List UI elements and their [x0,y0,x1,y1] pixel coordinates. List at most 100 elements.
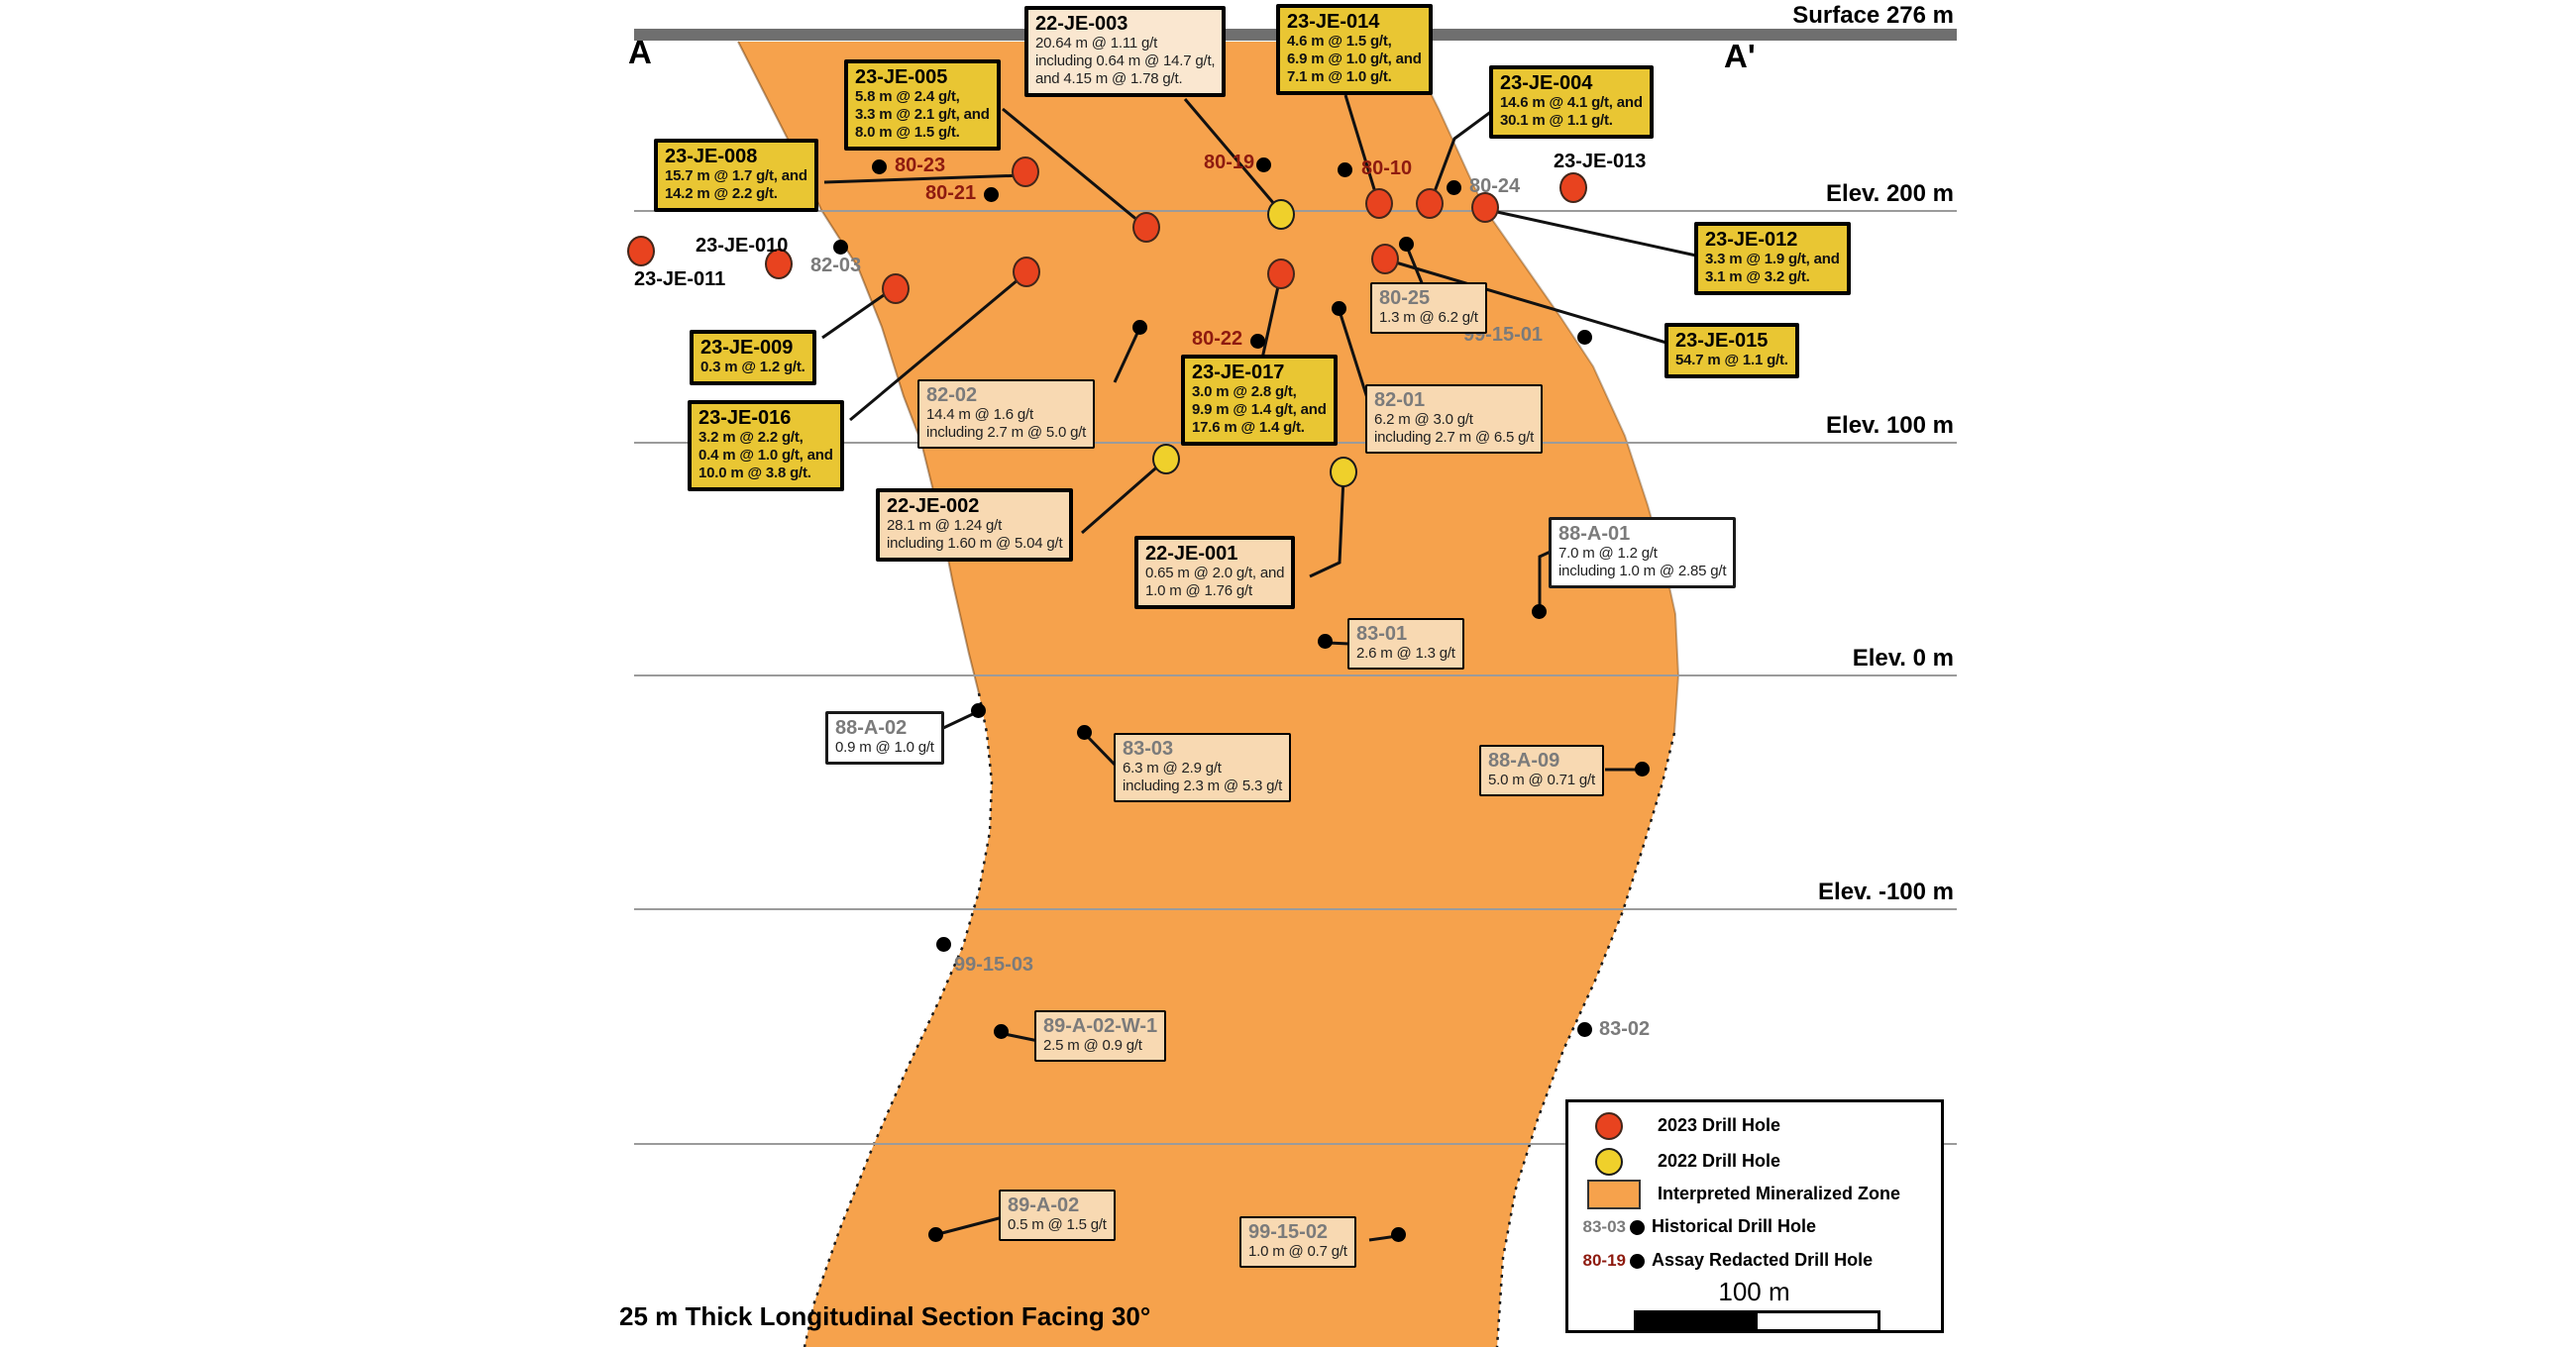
historical-drill-hole [1077,725,1092,740]
historical-drill-hole [1132,320,1147,335]
callout-title: 83-01 [1356,623,1408,645]
assay-interval: 14.4 m @ 1.6 g/t [926,406,1033,424]
drill-hole-2023 [627,236,655,266]
assay-interval: 9.9 m @ 1.4 g/t, and [1192,401,1327,419]
assay-interval: 0.3 m @ 1.2 g/t. [700,359,805,376]
elevation-label: Elev. 100 m [1826,412,1954,439]
callout-title: 89-A-02 [1008,1194,1080,1216]
legend-item-label: Interpreted Mineralized Zone [1658,1184,1901,1203]
mineralized-zone [738,42,1678,1347]
drill-hole-2023 [1416,188,1444,219]
callout-title: 88-A-02 [835,717,908,739]
assay-interval: 8.0 m @ 1.5 g/t. [855,124,960,142]
historical-drill-hole [1577,1022,1592,1037]
callout-title: 22-JE-001 [1145,543,1238,565]
point-label-82-03: 82-03 [810,255,862,276]
callout-connector-line [1183,98,1282,212]
assay-interval: 3.3 m @ 1.9 g/t, and [1705,251,1840,268]
legend-item-label: Historical Drill Hole [1652,1216,1817,1236]
callout-connector-line [1338,310,1369,399]
assay-interval: 28.1 m @ 1.24 g/t [887,517,1003,535]
callout-connector-line [823,173,1024,184]
legend-hole-id-label: 80-19 [1582,1251,1626,1270]
callout-title: 82-01 [1374,389,1426,411]
legend-red-circle-icon [1595,1112,1623,1140]
assay-interval: including 2.7 m @ 6.5 g/t [1374,429,1535,447]
callout-connector-line [937,1215,1004,1236]
zone-edge-right-dashed [1495,732,1676,1347]
callout-title: 83-03 [1123,738,1174,760]
drill-hole-2023 [1013,257,1040,287]
assay-interval: 15.7 m @ 1.7 g/t, and [665,167,807,185]
assay-interval: 3.3 m @ 2.1 g/t, and [855,106,990,124]
zone-edge-left-dashed [803,692,994,1347]
assay-interval: 5.8 m @ 2.4 g/t, [855,88,960,106]
historical-drill-hole [1447,180,1461,195]
assay-interval: 3.0 m @ 2.8 g/t, [1192,383,1297,401]
legend-item-label: Assay Redacted Drill Hole [1652,1250,1874,1270]
drill-hole-2023 [1012,156,1039,187]
point-label-80-22: 80-22 [1192,328,1243,350]
drill-hole-2023 [1371,244,1399,274]
callout-title: 89-A-02-W-1 [1043,1015,1158,1037]
drill-hole-2022 [1152,444,1180,474]
historical-drill-hole [1399,237,1414,252]
callout-connector-line [1113,330,1140,383]
assay-interval: including 1.60 m @ 5.04 g/t [887,535,1063,553]
historical-drill-hole [928,1227,943,1242]
drill-hole-2023 [765,249,793,279]
callout-title: 23-JE-014 [1287,11,1380,33]
section-title: 25 m Thick Longitudinal Section Facing 3… [619,1301,1151,1331]
drill-hole-2023 [1471,192,1499,223]
callout-title: 23-JE-009 [700,337,794,359]
callout-title: 99-15-02 [1248,1221,1329,1243]
elevation-label: Surface 276 m [1792,2,1954,29]
callout-connector-line [1405,246,1425,286]
legend-item-label: 2022 Drill Hole [1658,1151,1781,1171]
assay-interval: 4.6 m @ 1.5 g/t, [1287,33,1392,51]
assay-interval: 1.0 m @ 0.7 g/t [1248,1243,1347,1261]
scale-bar-filled-half [1637,1313,1758,1329]
historical-drill-hole [1318,634,1333,649]
assay-interval: 14.2 m @ 2.2 g/t. [665,185,778,203]
point-label-a: A [628,34,652,70]
assay-interval: 17.6 m @ 1.4 g/t. [1192,419,1305,437]
callout-connector-line [1004,1032,1039,1043]
callout-title: 23-JE-005 [855,66,948,88]
assay-interval: 0.65 m @ 2.0 g/t, and [1145,565,1285,582]
historical-drill-hole [1532,604,1547,619]
point-label-80-23: 80-23 [895,155,946,176]
callout-title: 22-JE-002 [887,495,980,517]
point-label-23-je-013: 23-JE-013 [1554,151,1647,172]
assay-interval: including 1.0 m @ 2.85 g/t [1558,563,1727,580]
assay-interval: 2.6 m @ 1.3 g/t [1356,645,1455,663]
callout-connector-line [940,710,978,731]
point-label-80-24: 80-24 [1469,175,1521,197]
callout-connector-line [1388,259,1667,345]
assay-interval: 7.0 m @ 1.2 g/t [1558,545,1658,563]
assay-interval: including 2.7 m @ 5.0 g/t [926,424,1087,442]
assay-interval: 2.5 m @ 0.9 g/t [1043,1037,1142,1055]
historical-drill-hole [994,1024,1009,1039]
callout-title: 22-JE-003 [1035,13,1128,35]
point-label-80-21: 80-21 [925,182,977,204]
drill-hole-2023 [1365,188,1393,219]
assay-interval: 7.1 m @ 1.0 g/t. [1287,68,1392,86]
callout-title: 88-A-09 [1488,750,1560,772]
